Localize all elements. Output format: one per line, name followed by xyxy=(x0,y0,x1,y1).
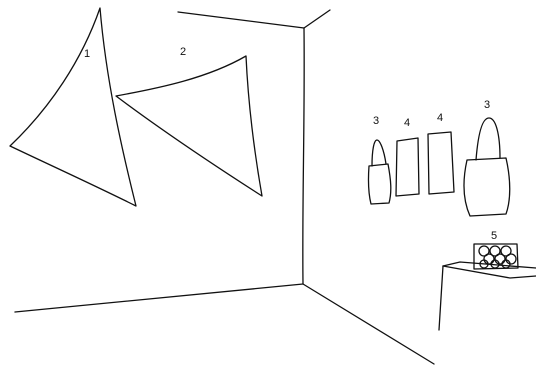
tote-bag-right-handle xyxy=(475,117,501,161)
shelf-object-circle xyxy=(500,245,512,257)
label-3-left: 3 xyxy=(373,115,379,127)
label-5: 5 xyxy=(491,230,497,242)
shelf-object-circles xyxy=(478,245,517,269)
floor-left-edge xyxy=(14,283,304,313)
shelf-object-box xyxy=(473,243,519,270)
shelf-object-circle xyxy=(483,253,495,265)
shelf-bracket xyxy=(438,265,444,331)
floor-right-edge xyxy=(302,283,435,365)
shelf-object-circle xyxy=(494,253,506,265)
left-wall-top-edge xyxy=(177,11,305,29)
shelf-object-circle xyxy=(490,259,500,269)
shelf-object-circle xyxy=(479,259,489,269)
tote-bag-left xyxy=(367,139,392,205)
tote-bag-left-handle xyxy=(371,139,387,167)
tote-bag-right xyxy=(463,117,511,217)
label-4-right: 4 xyxy=(437,112,443,124)
wall-shelf xyxy=(438,261,536,331)
wall-corner-line xyxy=(302,27,305,285)
room-walls xyxy=(14,9,435,365)
shelf-front-edge xyxy=(442,265,536,279)
tote-bag-right-body xyxy=(463,157,511,217)
label-2: 2 xyxy=(180,46,186,58)
shelf-object-circle xyxy=(478,245,490,257)
shelf-object-circle xyxy=(505,253,517,265)
shelf-object-circle xyxy=(501,259,511,269)
triangle-sail-1 xyxy=(9,7,137,207)
shelf-top xyxy=(442,261,536,269)
label-4-left: 4 xyxy=(404,117,410,129)
label-1: 1 xyxy=(84,48,90,60)
panel-left xyxy=(395,137,420,197)
panel-right xyxy=(427,131,455,195)
shelf-object-circle xyxy=(489,245,501,257)
shelf-object xyxy=(473,243,519,270)
tote-bag-left-body xyxy=(367,163,392,205)
right-wall-top-edge xyxy=(303,9,331,29)
triangle-sail-2 xyxy=(115,55,263,197)
label-3-right: 3 xyxy=(484,99,490,111)
